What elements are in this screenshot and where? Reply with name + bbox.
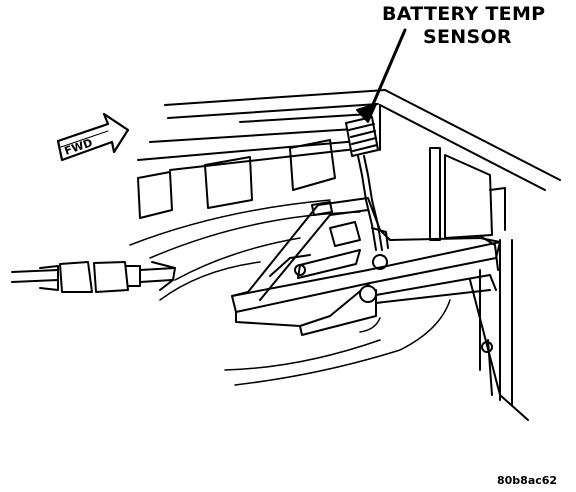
fender-curves (129, 199, 361, 301)
temperature-sensor (345, 116, 383, 251)
fwd-arrow: FWD (56, 112, 130, 162)
underside-curves (224, 299, 451, 386)
fender-cutouts (137, 139, 336, 219)
support-bracket (429, 147, 529, 421)
figure-code: 80b8ac62 (497, 474, 558, 487)
callout-label-line2: SENSOR (423, 26, 512, 48)
callout-label-line1: BATTERY TEMP (382, 3, 546, 25)
body-panel-lines (137, 89, 561, 191)
hold-down-clamp (311, 201, 389, 249)
wiring-harness (11, 261, 176, 293)
battery-tray (231, 197, 501, 353)
callout-leader-arrow (356, 28, 407, 123)
